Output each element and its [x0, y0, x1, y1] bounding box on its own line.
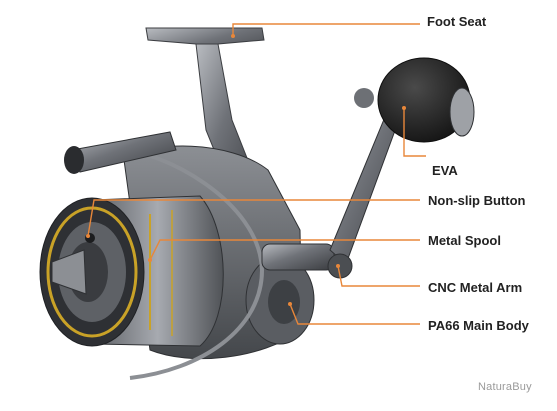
line-roller	[64, 131, 177, 174]
metal-spool-part	[39, 195, 224, 347]
label-non-slip-button: Non-slip Button	[428, 193, 526, 208]
leader-line-foot-seat	[232, 23, 420, 36]
leader-line-non-slip-button	[87, 199, 420, 237]
leader-line-cnc-metal-arm	[337, 265, 420, 287]
eva-knob-part	[377, 57, 475, 143]
leader-dots	[86, 34, 406, 306]
label-foot-seat: Foot Seat	[427, 14, 487, 29]
label-cnc-metal-arm: CNC Metal Arm	[428, 280, 523, 295]
non-slip-button-knob	[85, 233, 95, 243]
label-metal-spool: Metal Spool	[428, 233, 501, 248]
leader-line-metal-spool	[149, 239, 420, 261]
leader-lines	[87, 23, 426, 325]
label-main-body: PA66 Main Body	[428, 318, 529, 333]
watermark-text: NaturaBuy	[478, 381, 532, 393]
leader-line-eva	[403, 108, 426, 157]
leader-line-main-body	[289, 303, 420, 325]
bail-wire	[119, 148, 265, 380]
label-eva: EVA	[432, 163, 458, 178]
